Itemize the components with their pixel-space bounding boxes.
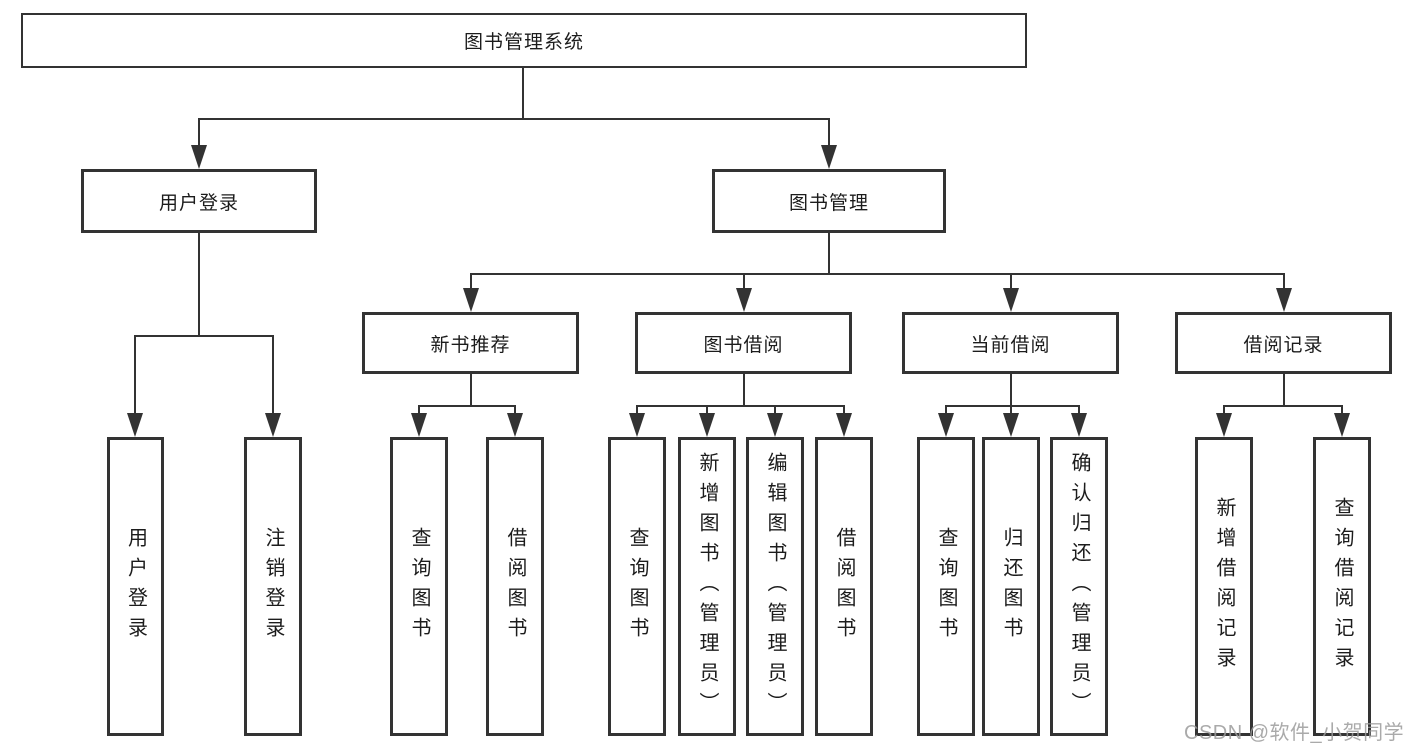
connector-root-trunk	[522, 68, 524, 118]
node-user-login: 用户登录	[81, 169, 317, 233]
node-label: 用户登录	[158, 192, 239, 214]
arrowhead-cb-confirm	[1071, 413, 1087, 437]
connector-leg-leaf-user-login	[134, 335, 136, 413]
leaf-cb-confirm-return-admin: 确认归还（管理员）	[1050, 437, 1108, 736]
arrowhead-leaf-logout	[265, 413, 281, 437]
leaf-nbr-borrow-books: 借阅图书	[486, 437, 544, 736]
arrowhead-book-management	[821, 145, 837, 169]
arrowhead-current-borrowing	[1003, 288, 1019, 312]
node-label: 借阅记录	[1243, 334, 1324, 356]
arrowhead-new-book-recommend	[463, 288, 479, 312]
node-label: 新增借阅记录	[1213, 496, 1235, 677]
connector-user-login-bar	[134, 335, 274, 337]
csdn-watermark: CSDN @软件_小贺同学	[1184, 722, 1405, 744]
node-label: 编辑图书（管理员）	[764, 451, 786, 722]
leaf-bb-borrow-books: 借阅图书	[815, 437, 873, 736]
connector-nbr-trunk	[470, 374, 472, 405]
leaf-bb-query-books: 查询图书	[608, 437, 666, 736]
node-new-book-recommend: 新书推荐	[362, 312, 579, 374]
node-label: 用户登录	[124, 526, 147, 647]
connector-nbr-bar	[418, 405, 516, 407]
connector-leg-user-login	[198, 118, 200, 145]
connector-leg-book-management	[828, 118, 830, 145]
leaf-cb-return-books: 归还图书	[982, 437, 1040, 736]
leaf-cb-query-books: 查询图书	[917, 437, 975, 736]
arrowhead-bb-edit	[767, 413, 783, 437]
arrowhead-nbr-borrow	[507, 413, 523, 437]
arrowhead-bb-borrow	[836, 413, 852, 437]
leaf-br-query-record: 查询借阅记录	[1313, 437, 1371, 736]
node-library-management-system: 图书管理系统	[21, 13, 1027, 68]
node-label: 图书管理	[788, 192, 869, 214]
connector-cb-bar	[945, 405, 1080, 407]
node-label: 借阅图书	[504, 526, 526, 647]
node-label: 归还图书	[1000, 526, 1022, 647]
connector-leg-br-query	[1341, 405, 1343, 413]
connector-leg-borrowing-records	[1283, 273, 1285, 288]
connector-leg-current-borrowing	[1010, 273, 1012, 288]
connector-book-management-trunk	[828, 233, 830, 273]
arrowhead-user-login	[191, 145, 207, 169]
node-current-borrowing: 当前借阅	[902, 312, 1119, 374]
arrowhead-nbr-query	[411, 413, 427, 437]
arrowhead-cb-return	[1003, 413, 1019, 437]
node-label: 查询图书	[408, 526, 430, 647]
connector-leg-cb-return	[1010, 405, 1012, 413]
connector-bb-trunk	[743, 374, 745, 405]
node-label: 图书借阅	[703, 334, 784, 356]
node-borrowing-records: 借阅记录	[1175, 312, 1392, 374]
connector-leg-bb-add	[706, 405, 708, 413]
node-label: 查询图书	[626, 526, 648, 647]
node-book-management: 图书管理	[712, 169, 946, 233]
arrowhead-br-add	[1216, 413, 1232, 437]
leaf-nbr-query-books: 查询图书	[390, 437, 448, 736]
connector-leg-book-borrowing	[743, 273, 745, 288]
node-label: 新增图书（管理员）	[696, 451, 718, 722]
connector-user-login-trunk	[198, 233, 200, 335]
node-label: 当前借阅	[970, 334, 1051, 356]
arrowhead-bb-query	[629, 413, 645, 437]
connector-leg-nbr-borrow	[514, 405, 516, 413]
connector-book-management-bar	[470, 273, 1284, 275]
node-label: 确认归还（管理员）	[1068, 451, 1090, 722]
node-label: 图书管理系统	[463, 32, 584, 53]
arrowhead-bb-add	[699, 413, 715, 437]
connector-root-bar	[198, 118, 830, 120]
node-label: 新书推荐	[430, 334, 511, 356]
node-label: 查询借阅记录	[1331, 496, 1353, 677]
arrowhead-leaf-user-login	[127, 413, 143, 437]
arrowhead-book-borrowing	[736, 288, 752, 312]
node-label: 查询图书	[935, 526, 957, 647]
connector-leg-bb-edit	[774, 405, 776, 413]
leaf-user-login: 用户登录	[107, 437, 164, 736]
node-book-borrowing: 图书借阅	[635, 312, 852, 374]
connector-leg-nbr-query	[418, 405, 420, 413]
leaf-logout: 注销登录	[244, 437, 302, 736]
connector-leg-new-book-recommend	[470, 273, 472, 288]
connector-leg-bb-query	[636, 405, 638, 413]
arrowhead-br-query	[1334, 413, 1350, 437]
connector-leg-cb-confirm	[1078, 405, 1080, 413]
arrowhead-cb-query	[938, 413, 954, 437]
connector-leg-leaf-logout	[272, 335, 274, 413]
connector-leg-br-add	[1223, 405, 1225, 413]
connector-br-trunk	[1283, 374, 1285, 405]
arrowhead-borrowing-records	[1276, 288, 1292, 312]
connector-leg-cb-query	[945, 405, 947, 413]
leaf-br-add-record: 新增借阅记录	[1195, 437, 1253, 736]
connector-br-bar	[1223, 405, 1343, 407]
connector-bb-bar	[636, 405, 845, 407]
node-label: 注销登录	[262, 526, 284, 647]
connector-cb-trunk	[1010, 374, 1012, 405]
node-label: 借阅图书	[833, 526, 855, 647]
connector-leg-bb-borrow	[843, 405, 845, 413]
leaf-bb-add-books-admin: 新增图书（管理员）	[678, 437, 736, 736]
leaf-bb-edit-books-admin: 编辑图书（管理员）	[746, 437, 804, 736]
